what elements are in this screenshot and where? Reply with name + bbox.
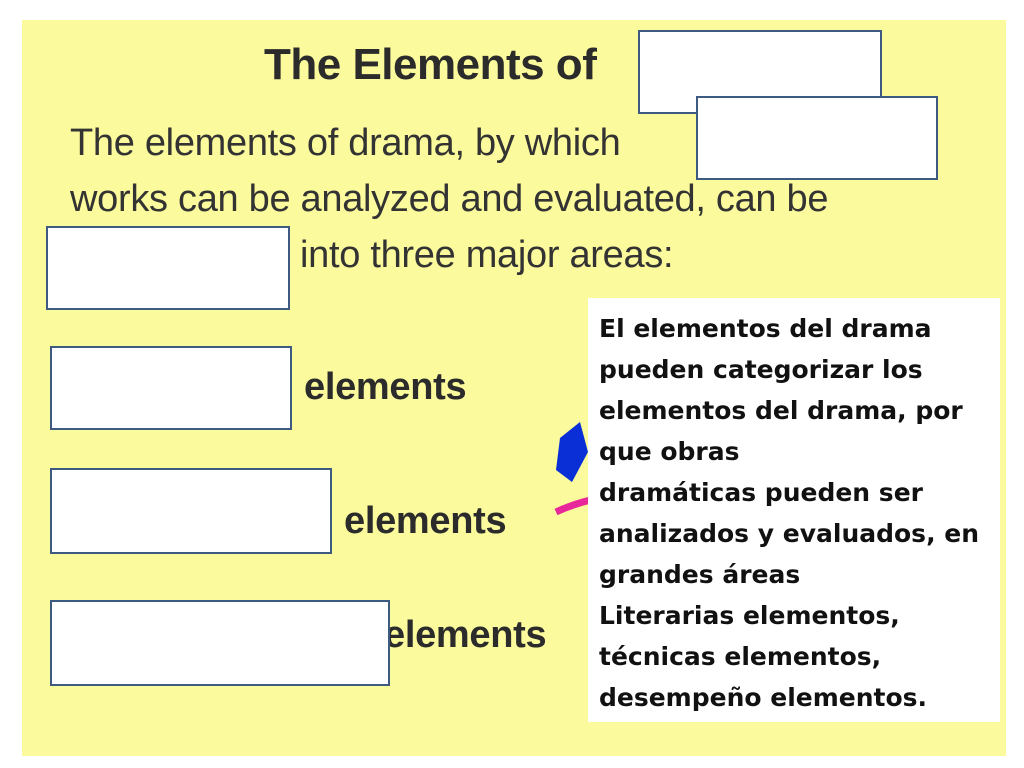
translation-line: técnicas elementos, xyxy=(599,642,882,671)
answer-blank-element-1 xyxy=(50,346,292,430)
element-label-1: elements xyxy=(304,366,467,408)
answer-blank-element-2 xyxy=(50,468,332,554)
translation-box: El elementos del drama pueden categoriza… xyxy=(588,298,1000,722)
body-line-2: works can be analyzed and evaluated, can… xyxy=(70,178,829,220)
translation-line: elementos del drama, por xyxy=(599,396,963,425)
answer-blank-title-2 xyxy=(696,96,938,180)
translation-line: Literarias elementos, xyxy=(599,601,900,630)
body-line-3: into three major areas: xyxy=(300,234,674,276)
slide-title: The Elements of xyxy=(264,40,597,89)
element-label-2: elements xyxy=(344,500,507,542)
translation-line: pueden categorizar los xyxy=(599,355,923,384)
translation-line: desempeño elementos. xyxy=(599,683,928,712)
blue-shape xyxy=(556,422,588,482)
translation-line: grandes áreas xyxy=(599,560,801,589)
translation-line: que obras xyxy=(599,437,740,466)
translation-line: analizados y evaluados, en xyxy=(599,519,980,548)
translation-line: dramáticas pueden ser xyxy=(599,478,923,507)
translation-line: El elementos del drama xyxy=(599,314,932,343)
answer-blank-divided xyxy=(46,226,290,310)
body-line-1: The elements of drama, by which xyxy=(70,122,621,164)
answer-blank-element-3 xyxy=(50,600,390,686)
element-label-3: elements xyxy=(384,614,547,656)
